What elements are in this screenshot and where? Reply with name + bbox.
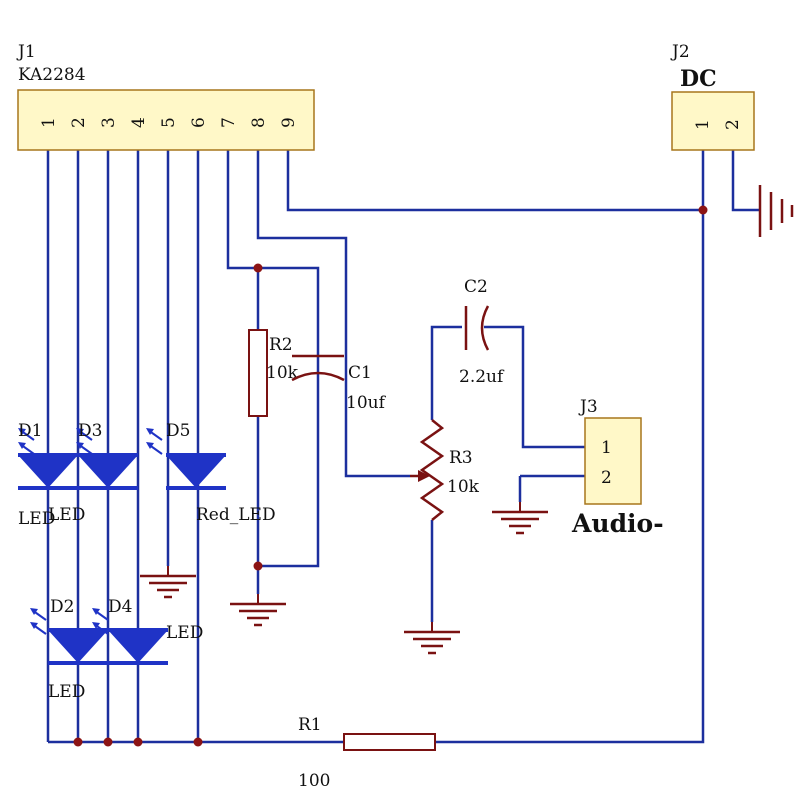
d2-ref: D2 <box>50 597 74 617</box>
junction-dot <box>253 561 263 571</box>
c1-capacitor: C1 10uf <box>291 354 387 413</box>
d3-led: D3 LED <box>48 421 140 525</box>
junction-dot <box>73 737 83 747</box>
resistor-icon <box>248 329 268 417</box>
j1-pin-label: 6 <box>189 117 209 128</box>
d1-value: LED <box>18 509 55 529</box>
led-diode-icon <box>46 628 110 665</box>
d4-led: D4 LED <box>91 597 203 665</box>
r2-value: 10k <box>266 363 299 383</box>
d1-led: D1 LED <box>16 421 80 529</box>
r3-value: 10k <box>447 477 480 497</box>
ground-icon <box>138 564 198 599</box>
r2-resistor: R2 10k <box>248 329 299 417</box>
r2-ref: R2 <box>269 335 293 355</box>
junction-dot <box>103 737 113 747</box>
ground-icon <box>758 185 794 237</box>
j3-connector: J3 1 2 Audio- <box>571 397 664 538</box>
r3-ref: R3 <box>449 448 473 468</box>
led-diode-icon <box>76 453 140 490</box>
led-diode-icon <box>16 453 80 490</box>
junction-dot <box>253 263 263 273</box>
c1-value: 10uf <box>346 393 387 413</box>
resistor-icon <box>343 733 436 751</box>
j3-pin-label: 1 <box>601 438 612 458</box>
j2-pin-label: 1 <box>693 119 713 130</box>
c2-ref: C2 <box>464 277 488 297</box>
led-diode-icon <box>164 453 228 490</box>
ground-icon <box>490 500 550 535</box>
d5-value: Red_LED <box>196 505 276 525</box>
c2-capacitor: C2 2.2uf <box>459 277 505 387</box>
j1-part: KA2284 <box>18 65 86 85</box>
j1-pin-label: 9 <box>279 117 299 128</box>
wires <box>46 150 760 744</box>
j1-pin-label: 1 <box>39 117 59 128</box>
j1-ref: J1 <box>16 42 36 62</box>
d2-value: LED <box>48 682 85 702</box>
ground-icon <box>228 592 288 627</box>
junction-dot <box>133 737 143 747</box>
d5-led: D5 Red_LED <box>145 421 276 525</box>
r3-potentiometer: R3 10k <box>410 419 480 521</box>
d2-led: D2 LED <box>29 597 110 702</box>
j1-connector: J1 KA2284 1 2 3 4 5 6 7 8 9 <box>16 42 315 151</box>
j1-pin-label: 7 <box>219 117 239 128</box>
j1-pin-label: 4 <box>129 117 149 128</box>
d5-ref: D5 <box>166 421 190 441</box>
c2-value: 2.2uf <box>459 367 505 387</box>
j3-part: Audio- <box>571 509 664 538</box>
j2-connector: J2 DC 1 2 <box>670 42 755 151</box>
j3-ref: J3 <box>578 397 598 417</box>
r1-value: 100 <box>298 771 330 791</box>
light-arrows-icon <box>29 607 47 635</box>
r1-resistor: R1 100 <box>298 715 436 791</box>
j1-pin-label: 5 <box>159 117 179 128</box>
j1-pin-label: 3 <box>99 117 119 128</box>
d1-ref: D1 <box>18 421 42 441</box>
led-diode-icon <box>106 628 170 665</box>
c1-ref: C1 <box>348 363 372 383</box>
j2-pin-label: 2 <box>723 119 743 130</box>
potentiometer-icon <box>419 419 445 521</box>
junction-dots <box>73 205 708 747</box>
junction-dot <box>698 205 708 215</box>
j3-pin-label: 2 <box>601 468 612 488</box>
j1-pin-label: 2 <box>69 117 89 128</box>
d4-ref: D4 <box>108 597 132 617</box>
d4-value: LED <box>166 623 203 643</box>
ground-icon <box>402 620 462 655</box>
j2-ref: J2 <box>670 42 690 62</box>
r1-ref: R1 <box>298 715 322 735</box>
d3-ref: D3 <box>78 421 102 441</box>
light-arrows-icon <box>145 427 163 455</box>
j1-pin-label: 8 <box>249 117 269 128</box>
j2-part: DC <box>680 66 717 92</box>
d3-value: LED <box>48 505 85 525</box>
junction-dot <box>193 737 203 747</box>
